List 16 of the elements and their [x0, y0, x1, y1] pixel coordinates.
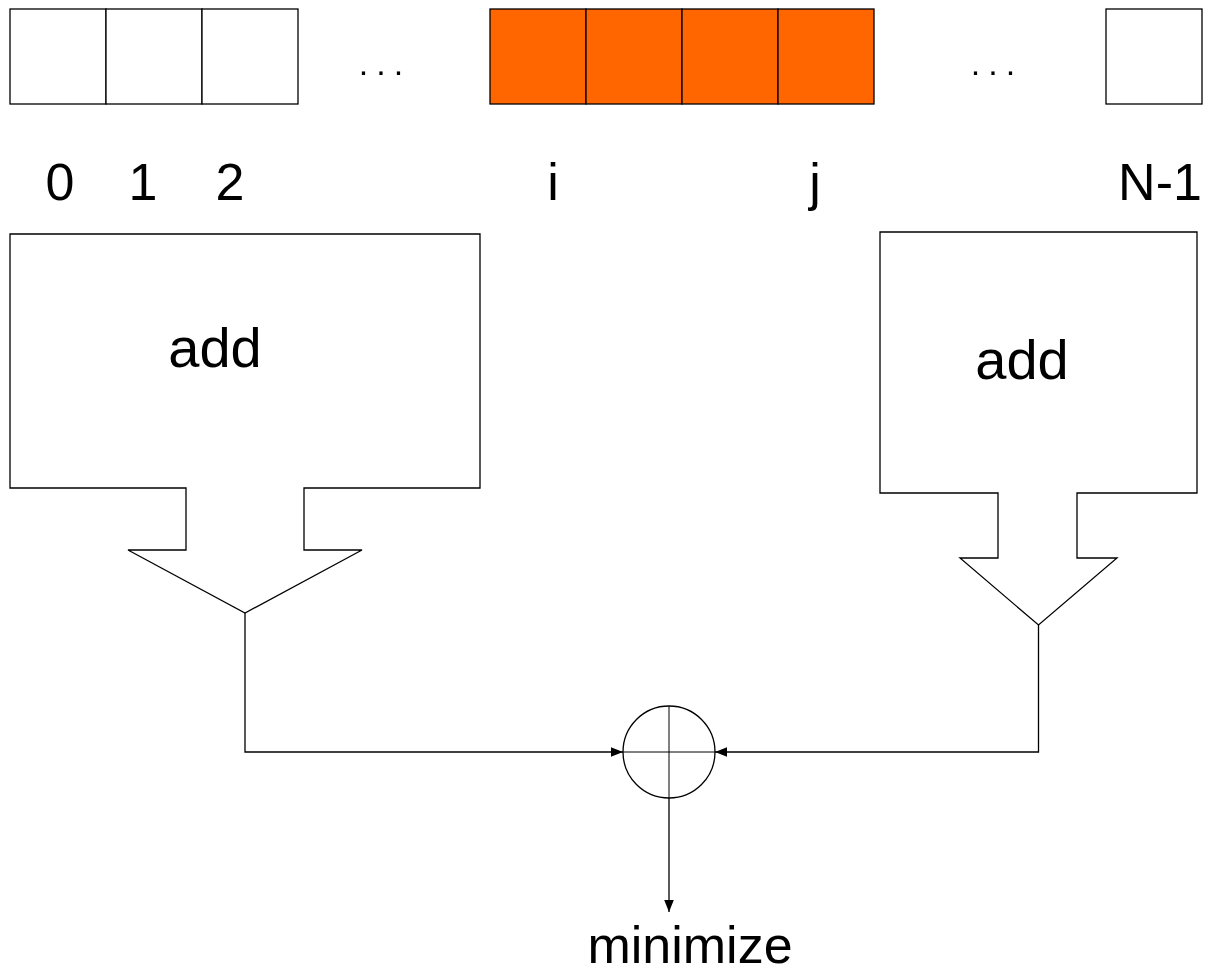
index-label: 1	[128, 156, 158, 208]
node-label: add	[168, 320, 262, 376]
index-label: 0	[45, 156, 75, 208]
arrow	[714, 624, 1040, 757]
ellipsis: ...	[358, 46, 412, 80]
index-label: i	[547, 156, 559, 208]
process-funnel-box	[10, 234, 480, 613]
index-label: N-1	[1118, 156, 1202, 208]
process-funnel-box	[880, 232, 1197, 625]
node-label: add	[975, 332, 1069, 388]
index-label: 2	[215, 156, 245, 208]
output-label: minimize	[587, 919, 793, 971]
arrow	[244, 612, 624, 757]
ellipsis: ...	[970, 46, 1024, 80]
summing-junction	[623, 706, 715, 798]
arrow	[664, 797, 674, 913]
